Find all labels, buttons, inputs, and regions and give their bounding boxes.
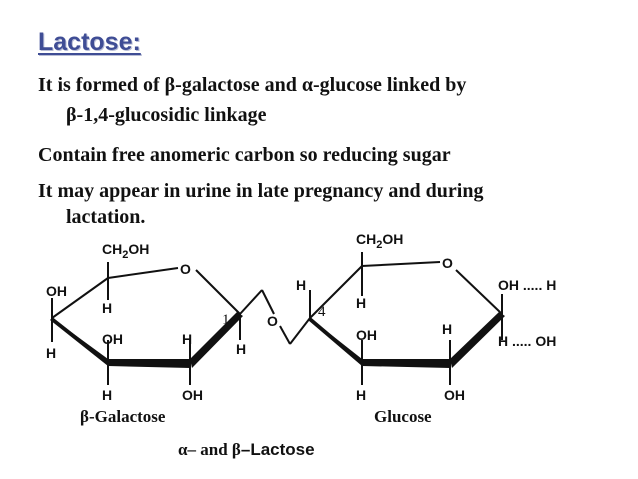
bullet-line-3: It may appear in urine in late pregnancy… — [38, 180, 484, 202]
bullet-line-2: Contain free anomeric carbon so reducing… — [38, 144, 451, 166]
galactose-c3-h: H — [102, 387, 112, 403]
galactose-c2-h: H — [182, 331, 192, 347]
galactose-c2-oh: OH — [182, 387, 203, 403]
glucose-ch2oh-label: CH2OH — [356, 231, 403, 251]
galactose-front-edge — [108, 359, 190, 368]
galactose-c4-h: H — [46, 345, 56, 361]
glucose-c4-number: 4 — [318, 304, 326, 320]
galactose-c1-h: H — [236, 341, 246, 357]
galactose-c4-oh: OH — [46, 283, 67, 299]
galactose-c3-oh: OH — [102, 331, 123, 347]
glucose-c2-oh: OH — [444, 387, 465, 403]
galactose-ch2oh-label: CH2OH — [102, 241, 149, 261]
slide-title: Lactose: — [38, 28, 141, 56]
glucose-c1-oh: OH ..... H — [498, 277, 556, 293]
bridge-oxygen: O — [267, 313, 278, 329]
galactose-c5-h: H — [102, 300, 112, 316]
bullet-line-1: It is formed of β-galactose and α-glucos… — [38, 74, 467, 96]
bullet-line-1-cont: β-1,4-glucosidic linkage — [66, 104, 267, 126]
galactose-c1-number: 1 — [222, 312, 230, 328]
galactose-caption: β-Galactose — [80, 407, 166, 426]
glucose-c4-h: H — [296, 277, 306, 293]
glucose-c5-h: H — [356, 295, 366, 311]
glucose-caption: Glucose — [374, 407, 432, 426]
galactose-ring-o: O — [180, 261, 191, 277]
lactose-caption: α– and β–Lactose — [178, 440, 315, 459]
glycosidic-bridge — [239, 289, 311, 345]
glucose-c2-h: H — [442, 321, 452, 337]
glucose-c3-oh: OH — [356, 327, 377, 343]
glucose-front-edge — [362, 359, 450, 368]
glucose-ring-o: O — [442, 255, 453, 271]
bullet-line-3-cont: lactation. — [66, 206, 146, 228]
glucose-c3-h: H — [356, 387, 366, 403]
glucose-c1-h: H ..... OH — [498, 333, 556, 349]
